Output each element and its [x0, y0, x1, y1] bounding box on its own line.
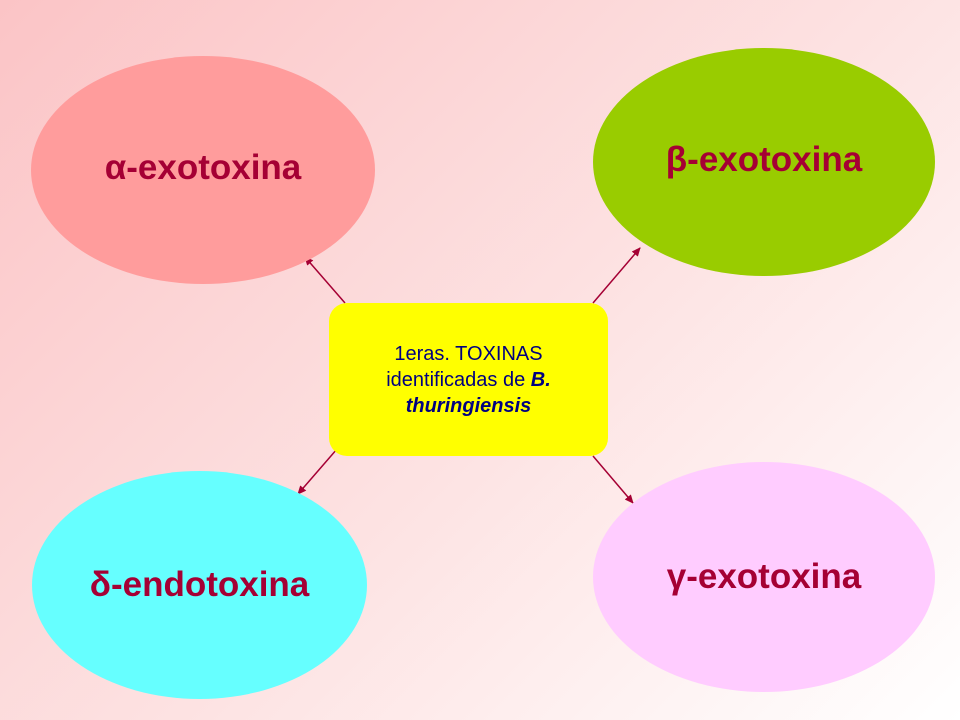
center-line-1: 1eras. TOXINAS [394, 342, 543, 365]
genus-abbreviation: B. [530, 368, 551, 391]
arrow-to-gamma [592, 455, 634, 504]
arrow-to-delta [297, 448, 338, 495]
alpha-exotoxin-node: α-exotoxina [31, 56, 375, 284]
delta-endotoxin-node: δ-endotoxina [32, 471, 367, 699]
arrow-to-alpha [304, 256, 346, 304]
center-line-2-text: identificadas de [386, 368, 531, 391]
beta-exotoxin-label: β-exotoxina [665, 140, 863, 179]
delta-endotoxin-label: δ-endotoxina [89, 565, 310, 604]
gamma-exotoxin-label: γ-exotoxina [666, 557, 862, 596]
center-line-2: identificadas de B. [386, 367, 551, 393]
alpha-exotoxin-label: α-exotoxina [104, 148, 302, 187]
central-topic-box: 1eras. TOXINAS identificadas de B. thuri… [329, 303, 608, 456]
gamma-exotoxin-node: γ-exotoxina [593, 462, 935, 692]
arrow-to-beta [592, 247, 641, 304]
beta-exotoxin-node: β-exotoxina [593, 48, 935, 276]
species-name: thuringiensis [405, 394, 532, 417]
